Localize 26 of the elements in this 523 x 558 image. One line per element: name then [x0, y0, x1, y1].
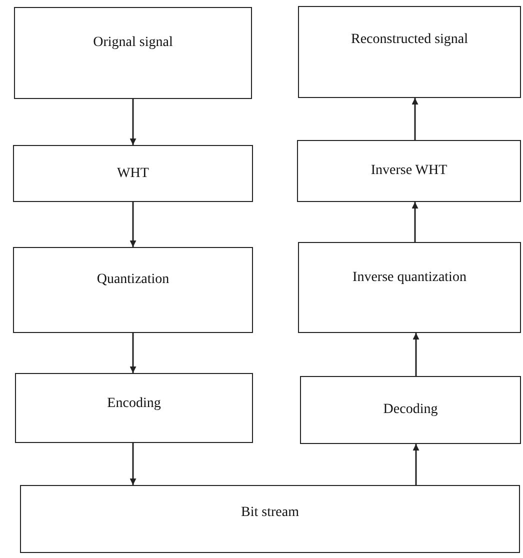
- box-label: Decoding: [383, 402, 438, 418]
- box-label: Inverse WHT: [370, 163, 448, 179]
- process-box: [13, 247, 253, 333]
- arrow: [412, 98, 418, 140]
- process-box: [13, 145, 253, 202]
- process-box: [20, 485, 520, 553]
- process-box: [15, 373, 253, 443]
- box-label: Reconstructed signal: [350, 32, 468, 48]
- process-box: [297, 140, 521, 202]
- arrow: [130, 202, 136, 247]
- arrow: [412, 333, 420, 376]
- arrow: [130, 99, 136, 145]
- arrow: [412, 444, 420, 485]
- process-box: [14, 7, 252, 99]
- box-label: Orignal signal: [93, 35, 173, 51]
- arrow: [130, 333, 136, 373]
- process-box: [298, 242, 521, 333]
- box-label: WHT: [117, 166, 149, 182]
- box-label: Encoding: [107, 396, 161, 412]
- process-box: [300, 376, 521, 444]
- box-label: Quantization: [96, 272, 170, 288]
- process-box: [298, 6, 521, 98]
- box-label: Bit stream: [241, 505, 299, 521]
- arrow: [412, 202, 418, 242]
- arrow: [130, 443, 136, 485]
- box-label: Inverse quantization: [352, 270, 466, 286]
